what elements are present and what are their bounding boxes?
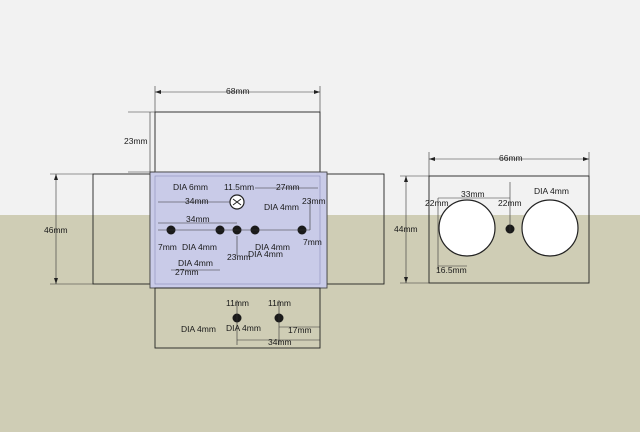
label-bottom-dia-4mm-right: DIA 4mm bbox=[226, 323, 261, 333]
front-panel-drawing: 66mm 44mm 33mm 22mm 22mm DIA 4mm 16.5mm bbox=[394, 152, 590, 284]
label-bottom-34mm: 34mm bbox=[268, 337, 292, 347]
label-dia-4mm-d: DIA 4mm bbox=[248, 249, 283, 259]
front-panel-left-opening[interactable] bbox=[438, 199, 496, 257]
label-dia-4mm-c: DIA 4mm bbox=[178, 258, 213, 268]
label-34mm-upper: 34mm bbox=[185, 196, 209, 206]
label-7mm-right: 7mm bbox=[303, 237, 322, 247]
label-dia-4mm-right-top: DIA 4mm bbox=[264, 202, 299, 212]
front-dim-width-label: 66mm bbox=[499, 153, 523, 163]
unfolded-box-drawing: 68mm 23mm 46mm DIA 6mm 11.5mm 27mm 34mm bbox=[44, 86, 385, 349]
front-dim-22mm-left-label: 22mm bbox=[425, 198, 449, 208]
label-dia-4mm-a: DIA 4mm bbox=[182, 242, 217, 252]
label-bottom-17mm: 17mm bbox=[288, 325, 312, 335]
label-bottom-dia-4mm-left: DIA 4mm bbox=[181, 324, 216, 334]
dim-side-height-label: 46mm bbox=[44, 225, 68, 235]
label-7mm-left: 7mm bbox=[158, 242, 177, 252]
label-bottom-11mm-right: 11mm bbox=[268, 298, 291, 308]
front-panel-right-opening[interactable] bbox=[521, 199, 579, 257]
front-dim-22mm-right-label: 22mm bbox=[498, 198, 522, 208]
label-23mm-mid: 23mm bbox=[227, 252, 251, 262]
dim-top-flap-height-label: 23mm bbox=[124, 136, 148, 146]
front-dim-33mm-label: 33mm bbox=[461, 189, 485, 199]
center-panel-inner-border bbox=[154, 175, 321, 285]
front-dim-16-5mm-label: 16.5mm bbox=[436, 265, 467, 275]
label-27mm-top: 27mm bbox=[276, 182, 300, 192]
label-dia-4mm-b: DIA 4mm bbox=[255, 242, 290, 252]
label-27mm-bottom: 27mm bbox=[175, 267, 199, 277]
front-dia-4mm-label: DIA 4mm bbox=[534, 186, 569, 196]
front-dim-height-label: 44mm bbox=[394, 224, 418, 234]
bottom-flap-panel[interactable] bbox=[154, 287, 321, 349]
label-23mm-right: 23mm bbox=[302, 196, 326, 206]
label-34mm-lower: 34mm bbox=[186, 214, 210, 224]
front-panel-face[interactable] bbox=[428, 175, 590, 284]
label-dia-6mm: DIA 6mm bbox=[173, 182, 208, 192]
dim-top-width-label: 68mm bbox=[226, 86, 250, 96]
label-11-5mm: 11.5mm bbox=[224, 182, 254, 192]
label-bottom-11mm-left: 11mm bbox=[226, 298, 249, 308]
